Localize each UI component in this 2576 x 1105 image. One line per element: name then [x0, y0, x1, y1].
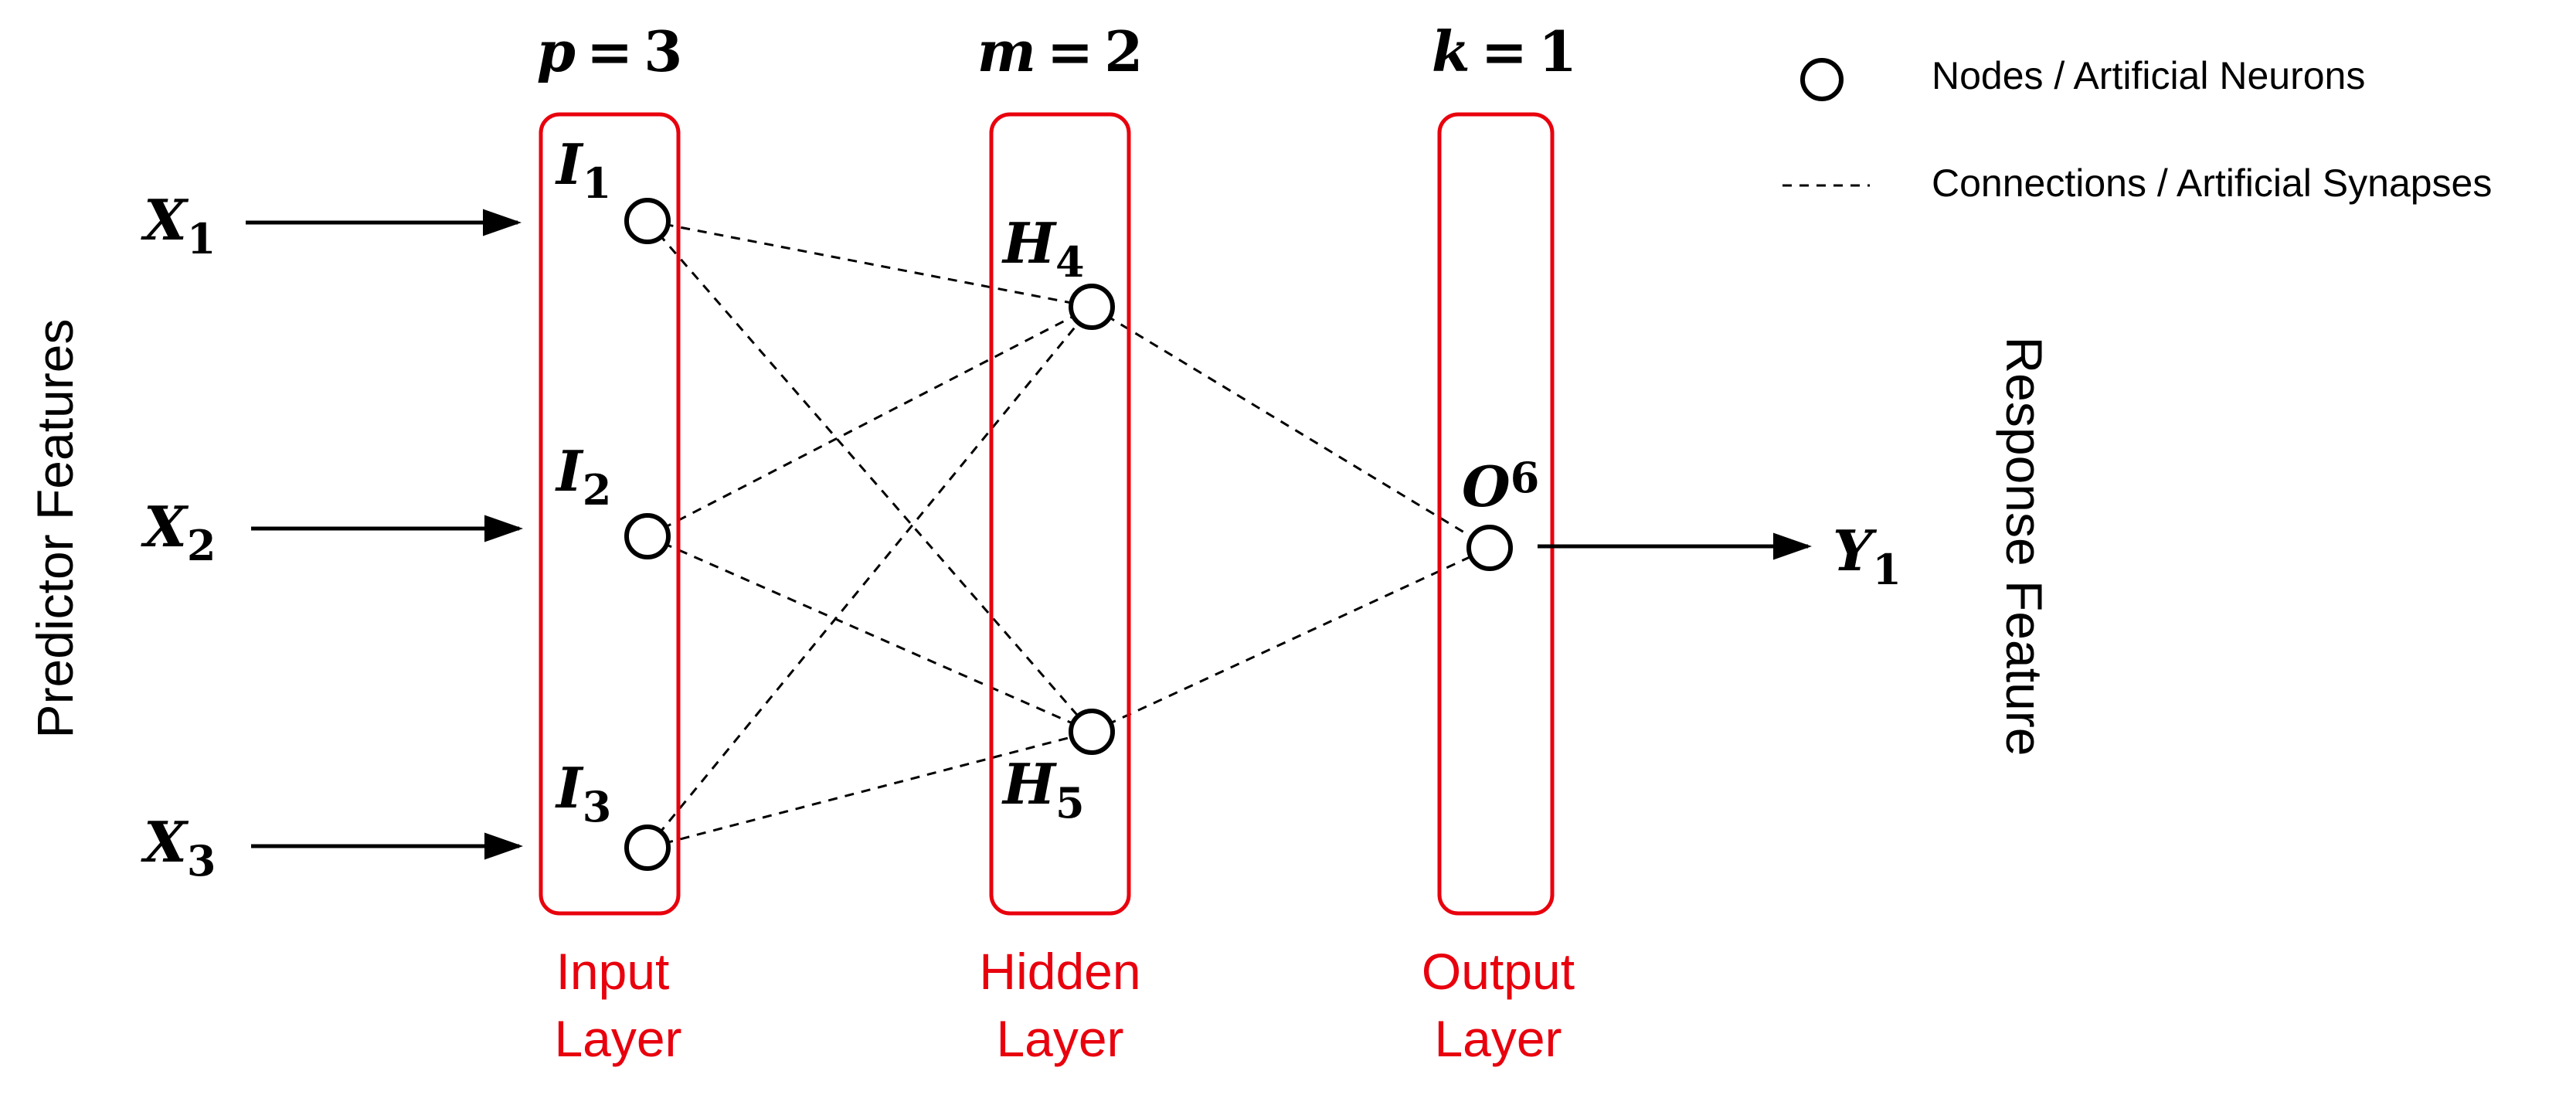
input-layer-box — [539, 112, 681, 916]
connections-group — [646, 219, 1490, 849]
connection-i1-h5 — [646, 220, 1093, 733]
connection-h4-o6 — [1091, 305, 1490, 549]
node-i2 — [624, 513, 671, 559]
output-label-y1: Y1 — [1833, 518, 1901, 594]
connection-i2-h5 — [647, 535, 1093, 733]
hidden-layer-box — [989, 112, 1131, 916]
input-label-x2: X2 — [141, 494, 216, 570]
response-feature-label: Response Feature — [1996, 337, 2053, 756]
legend-node-icon — [1800, 58, 1844, 101]
legend-nodes-label: Nodes / Artificial Neurons — [1932, 54, 2365, 97]
node-i1 — [624, 198, 671, 244]
nodes-group — [624, 198, 1513, 871]
node-i3 — [624, 824, 671, 871]
node-o6 — [1466, 525, 1513, 571]
hidden-layer-size-label: m=2 — [977, 19, 1144, 84]
legend-connections-label: Connections / Artificial Synapses — [1932, 162, 2492, 205]
input-layer-label: Input — [556, 943, 670, 1000]
connection-i3-h4 — [646, 306, 1093, 848]
hidden-layer-label-line2: Layer — [996, 1010, 1123, 1067]
node-label-i3: I3 — [555, 755, 611, 831]
connection-i3-h5 — [647, 730, 1093, 849]
node-h5 — [1069, 709, 1115, 755]
connection-i1-h4 — [647, 219, 1093, 308]
node-label-i2: I2 — [555, 438, 611, 515]
node-label-h4: H4 — [1001, 210, 1085, 287]
predictor-features-label: Predictor Features — [26, 319, 83, 739]
connection-i2-h4 — [647, 305, 1093, 538]
hidden-layer-label: Hidden — [979, 943, 1140, 1000]
output-layer-label-line2: Layer — [1434, 1010, 1562, 1067]
node-label-o6: O6 — [1462, 453, 1539, 519]
output-layer-label: Output — [1422, 943, 1575, 1000]
input-layer-label-line2: Layer — [554, 1010, 681, 1067]
node-label-i1: I1 — [555, 131, 611, 208]
node-label-h5: H5 — [1001, 751, 1085, 828]
input-layer-size-label: p=3 — [537, 19, 683, 84]
output-layer-size-label: k=1 — [1432, 19, 1577, 84]
input-label-x3: X3 — [141, 809, 216, 886]
node-h4 — [1069, 284, 1115, 330]
output-layer-box — [1437, 112, 1555, 916]
input-label-x1: X1 — [141, 187, 216, 264]
connection-h5-o6 — [1091, 546, 1490, 733]
